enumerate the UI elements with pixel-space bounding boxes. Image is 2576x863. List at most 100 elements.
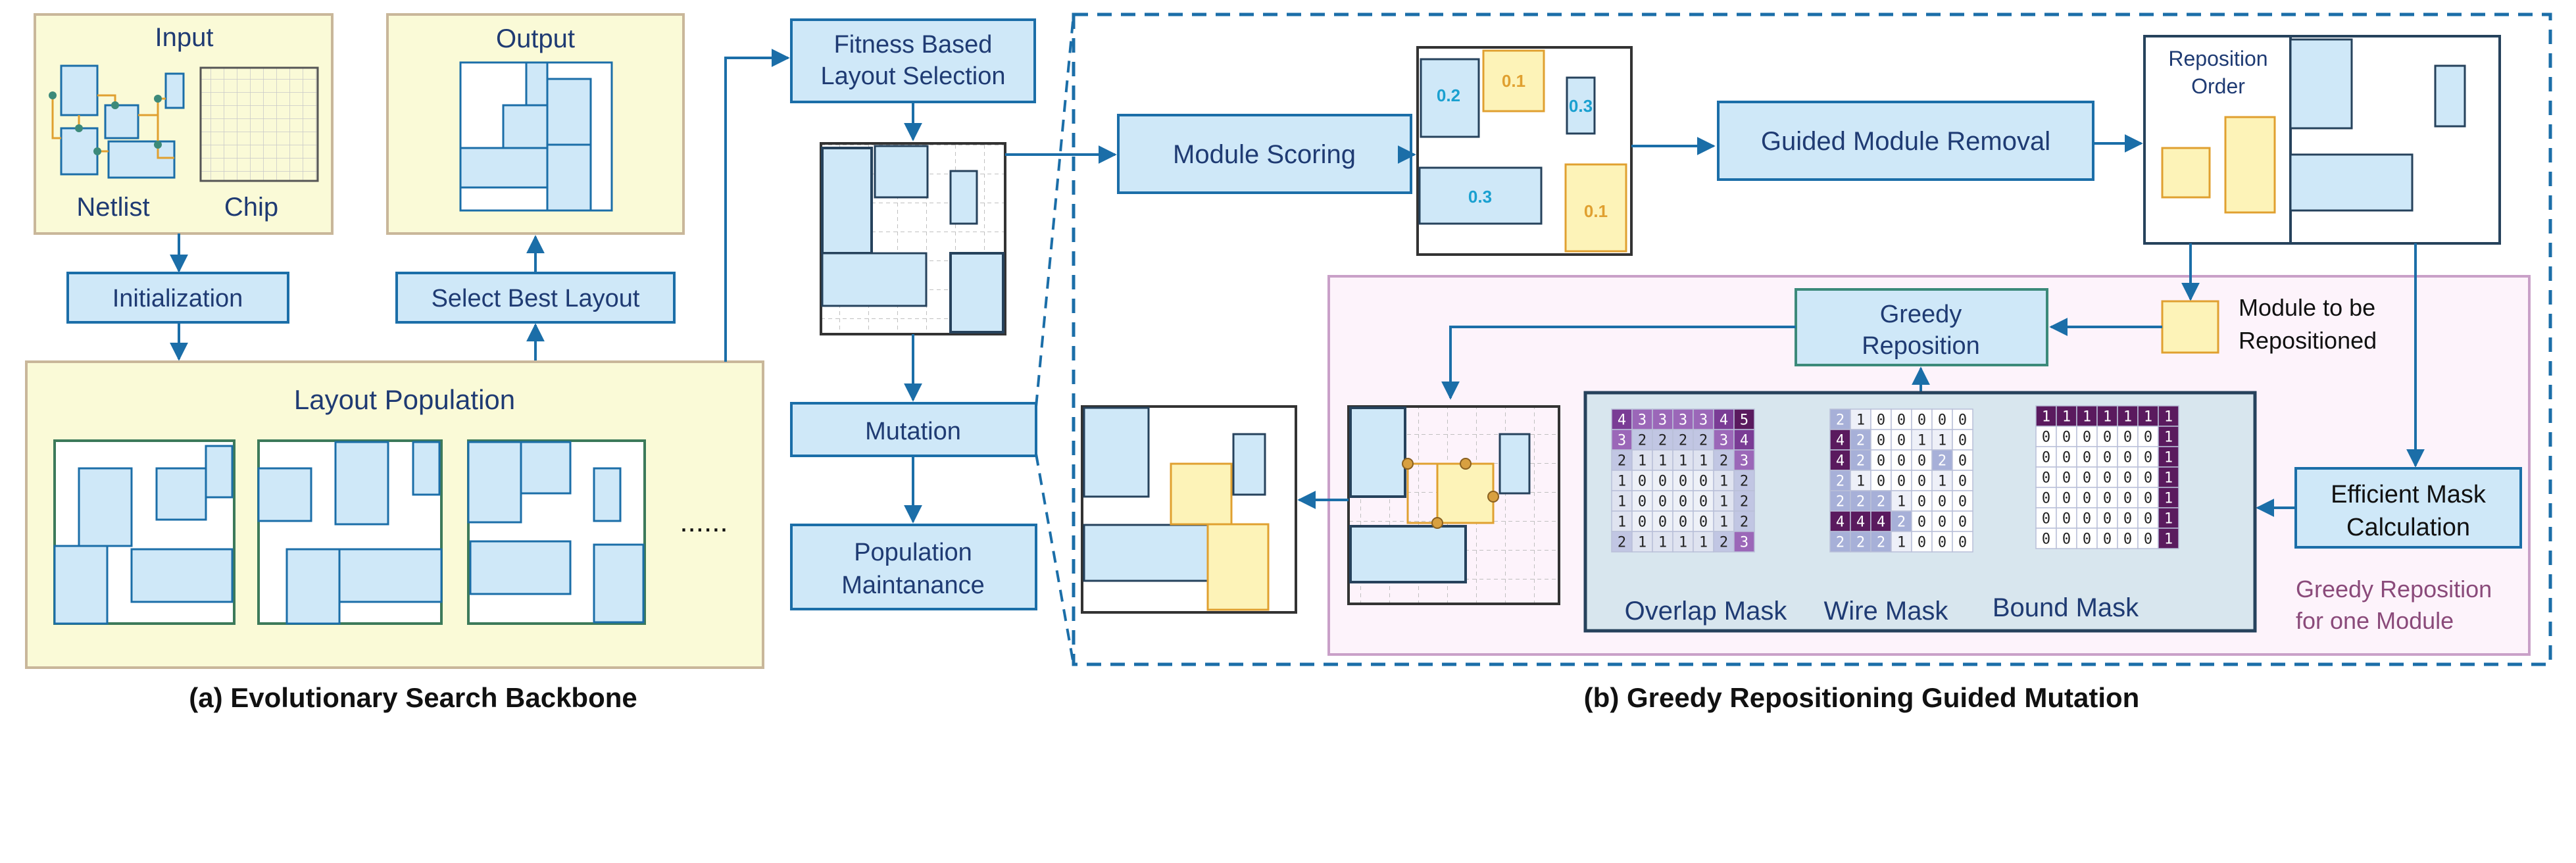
overlap-mask-value: 0: [1679, 474, 1687, 490]
wire-mask-value: 0: [1897, 433, 1906, 449]
overlap-mask-value: 1: [1699, 453, 1708, 470]
bound-mask-value: 0: [2042, 491, 2050, 507]
bound-mask-value: 0: [2062, 470, 2071, 487]
wire-mask-value: 1: [1856, 412, 1865, 429]
greedy-one-line1: Greedy Reposition: [2296, 576, 2492, 603]
bound-mask-cell: [2137, 528, 2159, 549]
bound-mask-value: 1: [2164, 409, 2173, 426]
population-maintenance-box: [790, 524, 1037, 610]
bound-mask-value: 0: [2123, 531, 2132, 548]
overlap-mask-value: 3: [1740, 453, 1748, 470]
overlap-mask-value: 2: [1740, 474, 1748, 490]
wire-mask-value: 0: [1918, 535, 1926, 551]
bound-mask-value: 1: [2144, 409, 2152, 426]
wire-mask-value: 2: [1856, 433, 1865, 449]
overlap-mask-cell: [1611, 408, 1633, 430]
wire-mask-cell: [1952, 531, 1973, 553]
bound-mask-value: 0: [2144, 491, 2152, 507]
bound-mask-cell: [2158, 487, 2179, 508]
bound-mask-value: 0: [2144, 430, 2152, 446]
bound-mask-cell: [2117, 528, 2139, 549]
bound-mask-value: 0: [2042, 511, 2050, 528]
wire-mask-value: 0: [1938, 535, 1946, 551]
module-to-be-line1: Module to be: [2239, 294, 2375, 321]
fitness-selection-box: [790, 18, 1036, 103]
bound-mask-cell: [2117, 507, 2139, 529]
wire-mask-value: 0: [1938, 494, 1946, 510]
bound-mask-value: 0: [2062, 511, 2071, 528]
wire-mask-value: 2: [1856, 494, 1865, 510]
bound-mask-value: 0: [2103, 491, 2112, 507]
wire-mask-cell: [1911, 490, 1933, 512]
bound-mask-value: 0: [2144, 450, 2152, 466]
wire-mask-cell: [1952, 490, 1973, 512]
wire-mask-value: 4: [1836, 453, 1845, 470]
result-layout: [1081, 405, 1297, 614]
wire-mask-value: 1: [1856, 474, 1865, 490]
fitness-line2: Layout Selection: [821, 62, 1006, 90]
population-layout-2: [257, 439, 443, 625]
reposition-order-line2: Order: [2191, 74, 2245, 98]
bound-mask-value: 0: [2103, 470, 2112, 487]
bound-mask-value: 0: [2144, 511, 2152, 528]
overlap-mask-value: 3: [1638, 412, 1647, 429]
bound-mask-value: 0: [2103, 511, 2112, 528]
wire-mask-value: 2: [1877, 494, 1885, 510]
overlap-mask-cell: [1672, 531, 1694, 553]
bound-mask-value: 0: [2083, 491, 2091, 507]
bound-mask-value: 1: [2164, 531, 2173, 548]
bound-mask-value: 0: [2123, 511, 2132, 528]
wire-mask-cell: [1891, 408, 1912, 430]
bound-mask-value: 0: [2103, 450, 2112, 466]
overlap-mask-value: 4: [1740, 433, 1748, 449]
bound-mask-value: 1: [2083, 409, 2091, 426]
wire-mask-cell: [1850, 510, 1871, 532]
bound-mask-value: 0: [2083, 531, 2091, 548]
module-scoring-label: Module Scoring: [1173, 140, 1356, 169]
selected-layout: [820, 142, 1006, 335]
bound-mask-cell: [2117, 446, 2139, 468]
wire-mask-value: 2: [1836, 535, 1845, 551]
overlap-mask-cell: [1611, 470, 1633, 491]
overlap-mask-value: 3: [1720, 433, 1728, 449]
wire-mask-value: 0: [1877, 433, 1885, 449]
wire-mask-value: 1: [1938, 474, 1946, 490]
overlap-mask-cell: [1733, 510, 1755, 532]
overlap-mask-value: 1: [1638, 453, 1647, 470]
overlap-mask-value: 2: [1720, 453, 1728, 470]
overlap-mask-value: 0: [1658, 474, 1667, 490]
wire-mask-cell: [1931, 470, 1953, 491]
wire-mask-value: 0: [1958, 514, 1967, 531]
overlap-mask-value: 2: [1618, 535, 1626, 551]
efficient-line1: Efficient Mask: [2331, 481, 2487, 508]
overlap-mask-value: 1: [1699, 535, 1708, 551]
greedy-line1: Greedy: [1880, 301, 1962, 328]
score-label: 0.1: [1584, 201, 1608, 221]
overlap-mask-value: 1: [1618, 474, 1626, 490]
wire-mask-value: 0: [1918, 494, 1926, 510]
bound-mask-value: 0: [2062, 491, 2071, 507]
wire-mask-label: Wire Mask: [1824, 597, 1949, 626]
bound-mask-value: 0: [2042, 531, 2050, 548]
wire-mask-value: 2: [1836, 412, 1845, 429]
fitness-line1: Fitness Based: [834, 31, 993, 59]
wire-mask-value: 4: [1856, 514, 1865, 531]
module-scoring-box: [1117, 114, 1412, 194]
bound-mask-value: 1: [2164, 430, 2173, 446]
overlap-mask-value: 3: [1699, 412, 1708, 429]
overlap-mask-label: Overlap Mask: [1625, 597, 1788, 626]
population-ellipsis: ......: [680, 506, 728, 538]
bound-mask-value: 0: [2144, 531, 2152, 548]
overlap-mask-value: 2: [1720, 535, 1728, 551]
wire-mask-cell: [1911, 531, 1933, 553]
wire-mask-cell: [1850, 470, 1871, 491]
overlap-mask-cell: [1611, 449, 1633, 471]
output-title: Output: [496, 24, 575, 53]
overlap-mask-value: 1: [1618, 514, 1626, 531]
reposition-order-line1: Reposition: [2168, 47, 2267, 70]
greedy-reposition-box: [1795, 288, 2048, 366]
bound-mask-value: 0: [2123, 470, 2132, 487]
chip-label: Chip: [224, 193, 278, 222]
